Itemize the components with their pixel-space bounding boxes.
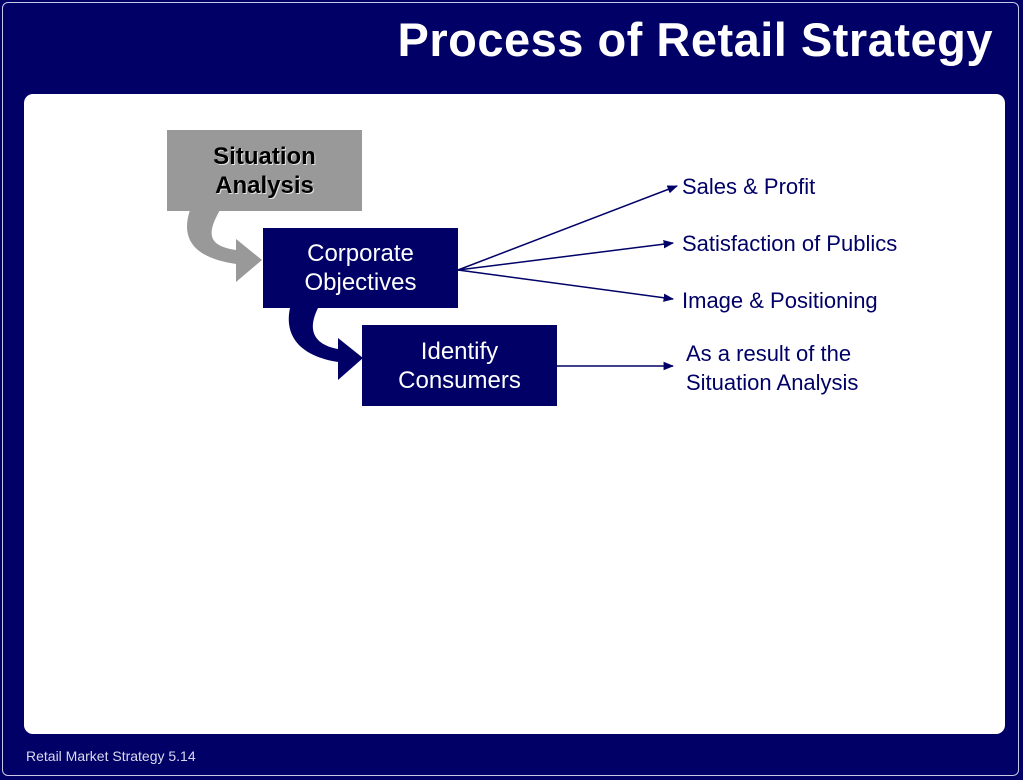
- corporate-objectives-box: Corporate Objectives: [263, 228, 458, 308]
- arrow-to-satisfaction: [457, 240, 675, 271]
- objective-sales-profit: Sales & Profit: [682, 174, 816, 199]
- curved-arrow-gray: [187, 210, 262, 282]
- identify-consumers-box: Identify Consumers: [362, 325, 557, 406]
- slide-footer: Retail Market Strategy 5.14: [26, 748, 196, 764]
- arrow-to-sales-profit: [457, 185, 678, 271]
- slide-title: Process of Retail Strategy: [397, 13, 993, 66]
- consumer-note: As a result of the Situation Analysis: [686, 341, 859, 395]
- arrow-to-image-positioning: [457, 269, 675, 302]
- objective-image-positioning: Image & Positioning: [682, 288, 878, 313]
- objective-satisfaction-of-publics: Satisfaction of Publics: [682, 231, 898, 256]
- situation-analysis-box: Situation Analysis: [167, 130, 362, 211]
- curved-arrow-navy: [288, 308, 363, 380]
